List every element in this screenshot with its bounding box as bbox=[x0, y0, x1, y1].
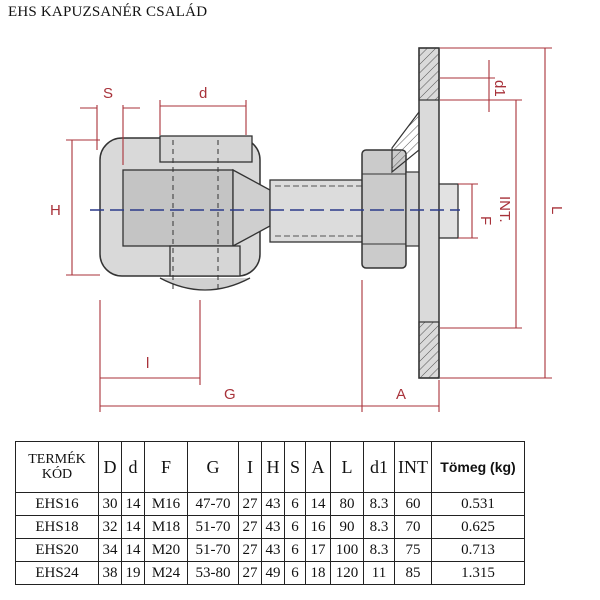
table-cell: 0.713 bbox=[431, 538, 525, 562]
table-cell: 14 bbox=[121, 538, 145, 562]
dim-label-h: H bbox=[50, 202, 61, 219]
table-cell: 75 bbox=[394, 538, 432, 562]
table-cell: 70 bbox=[394, 515, 432, 539]
table-cell: EHS24 bbox=[15, 561, 99, 585]
table-cell: M18 bbox=[144, 515, 188, 539]
table-cell: 19 bbox=[121, 561, 145, 585]
table-cell: 90 bbox=[330, 515, 364, 539]
table-cell: M24 bbox=[144, 561, 188, 585]
col-header-INT: INT bbox=[394, 441, 432, 493]
col-header-d1: d1 bbox=[363, 441, 395, 493]
table-row: EHS20 34 14 M20 51-70 27 43 6 17 100 8.3… bbox=[15, 538, 525, 562]
table-cell: 34 bbox=[98, 538, 122, 562]
table-cell: 120 bbox=[330, 561, 364, 585]
table-row: EHS18 32 14 M18 51-70 27 43 6 16 90 8.3 … bbox=[15, 515, 525, 539]
col-header-I: I bbox=[238, 441, 262, 493]
table-cell: 0.625 bbox=[431, 515, 525, 539]
table-cell: M16 bbox=[144, 492, 188, 516]
table-cell: 14 bbox=[121, 515, 145, 539]
table-cell: 0.531 bbox=[431, 492, 525, 516]
table-row: EHS24 38 19 M24 53-80 27 49 6 18 120 11 … bbox=[15, 561, 525, 585]
table-cell: 8.3 bbox=[363, 492, 395, 516]
dim-label-f: F bbox=[477, 216, 494, 225]
col-header-A: A bbox=[305, 441, 331, 493]
table-cell: 14 bbox=[121, 492, 145, 516]
table-cell: M20 bbox=[144, 538, 188, 562]
table-cell: 6 bbox=[284, 492, 306, 516]
table-row: EHS16 30 14 M16 47-70 27 43 6 14 80 8.3 … bbox=[15, 492, 525, 516]
dim-label-a: A bbox=[396, 386, 406, 403]
col-header-kod: TERMÉK KÓD bbox=[15, 441, 99, 493]
dim-label-l: l bbox=[146, 355, 149, 372]
table-cell: 30 bbox=[98, 492, 122, 516]
table-cell: 49 bbox=[261, 561, 285, 585]
col-header-G: G bbox=[187, 441, 239, 493]
table-cell: 38 bbox=[98, 561, 122, 585]
page-title: EHS KAPUZSANÉR CSALÁD bbox=[8, 4, 208, 20]
mounting-plate bbox=[391, 47, 440, 379]
col-header-kod-text: TERMÉK KÓD bbox=[28, 452, 86, 482]
spec-table-header-row: TERMÉK KÓD D d F G I H S A L d1 INT Töme… bbox=[15, 441, 525, 493]
hinge-eye-part bbox=[99, 135, 271, 291]
table-cell: 6 bbox=[284, 538, 306, 562]
col-header-S: S bbox=[284, 441, 306, 493]
table-cell: 6 bbox=[284, 561, 306, 585]
table-cell: 32 bbox=[98, 515, 122, 539]
dim-label-int: INT. bbox=[496, 196, 513, 223]
col-header-H: H bbox=[261, 441, 285, 493]
col-header-tomeg: Tömeg (kg) bbox=[431, 441, 525, 493]
table-cell: 53-80 bbox=[187, 561, 239, 585]
table-cell: 51-70 bbox=[187, 538, 239, 562]
table-cell: 60 bbox=[394, 492, 432, 516]
table-cell: 8.3 bbox=[363, 538, 395, 562]
table-cell: 6 bbox=[284, 515, 306, 539]
table-cell: 85 bbox=[394, 561, 432, 585]
table-cell: 27 bbox=[238, 515, 262, 539]
table-cell: 14 bbox=[305, 492, 331, 516]
dimension-lines bbox=[66, 47, 552, 412]
table-cell: 51-70 bbox=[187, 515, 239, 539]
table-cell: 11 bbox=[363, 561, 395, 585]
dim-label-g: G bbox=[224, 386, 236, 403]
table-cell: 43 bbox=[261, 515, 285, 539]
table-cell: EHS18 bbox=[15, 515, 99, 539]
col-header-d: d bbox=[121, 441, 145, 493]
col-header-D: D bbox=[98, 441, 122, 493]
table-cell: 100 bbox=[330, 538, 364, 562]
dim-label-big-l: L bbox=[548, 206, 565, 214]
col-header-F: F bbox=[144, 441, 188, 493]
table-cell: EHS16 bbox=[15, 492, 99, 516]
table-cell: 8.3 bbox=[363, 515, 395, 539]
table-cell: 47-70 bbox=[187, 492, 239, 516]
table-cell: 16 bbox=[305, 515, 331, 539]
table-cell: 27 bbox=[238, 561, 262, 585]
table-cell: 18 bbox=[305, 561, 331, 585]
hex-nut bbox=[361, 149, 421, 269]
col-header-L: L bbox=[330, 441, 364, 493]
table-cell: 43 bbox=[261, 492, 285, 516]
table-cell: EHS20 bbox=[15, 538, 99, 562]
table-cell: 80 bbox=[330, 492, 364, 516]
spec-table: TERMÉK KÓD D d F G I H S A L d1 INT Töme… bbox=[15, 441, 525, 585]
dim-label-d1: d1 bbox=[491, 80, 508, 97]
dim-label-s: S bbox=[103, 85, 113, 102]
table-cell: 1.315 bbox=[431, 561, 525, 585]
table-cell: 43 bbox=[261, 538, 285, 562]
table-cell: 27 bbox=[238, 492, 262, 516]
table-cell: 17 bbox=[305, 538, 331, 562]
technical-drawing: S d H l G A F INT. L d1 bbox=[50, 47, 565, 412]
dim-label-d: d bbox=[199, 85, 207, 102]
table-cell: 27 bbox=[238, 538, 262, 562]
